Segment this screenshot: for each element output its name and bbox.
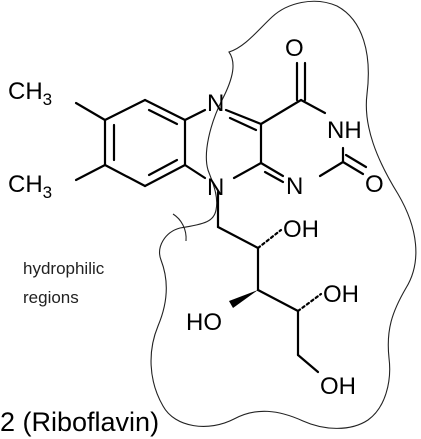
- benzene-ring: [103, 98, 187, 188]
- figure-title: 2 (Riboflavin): [0, 407, 159, 437]
- methyl-label-bottom: CH3: [8, 171, 52, 202]
- oxygen-label-right: O: [365, 171, 384, 198]
- region-label-line1: hydrophilic: [23, 259, 105, 278]
- methyl-bond-top: [74, 101, 107, 122]
- carbonyl-bond-right-1: [341, 160, 365, 176]
- nitrogen-label-bottom: N: [207, 174, 224, 201]
- ribityl-chain: [216, 190, 323, 374]
- region-label-line2: regions: [23, 288, 79, 307]
- hydroxyl-label-1: OH: [283, 216, 319, 243]
- oxygen-label-top: O: [285, 35, 304, 62]
- hydroxyl-label-2: OH: [323, 281, 359, 308]
- nitrogen-label-top: N: [207, 90, 224, 117]
- methyl-bond-bottom: [74, 163, 107, 182]
- methyl-label-top: CH3: [8, 78, 52, 109]
- carbonyl-bond-right-2: [344, 153, 368, 169]
- hydrophilic-region-outline-main: [150, 0, 417, 429]
- nitrogen-label-right: N: [286, 173, 303, 200]
- pyrazine-ring: [183, 108, 263, 180]
- wedge-bond: [229, 290, 258, 308]
- hydroxyl-label-3: OH: [320, 373, 356, 400]
- hydroxyl-label-ho: HO: [186, 309, 222, 336]
- pyrimidine-ring: [259, 98, 345, 184]
- nh-label: NH: [327, 117, 362, 144]
- hydrophilic-region-outline-inner: [172, 213, 187, 242]
